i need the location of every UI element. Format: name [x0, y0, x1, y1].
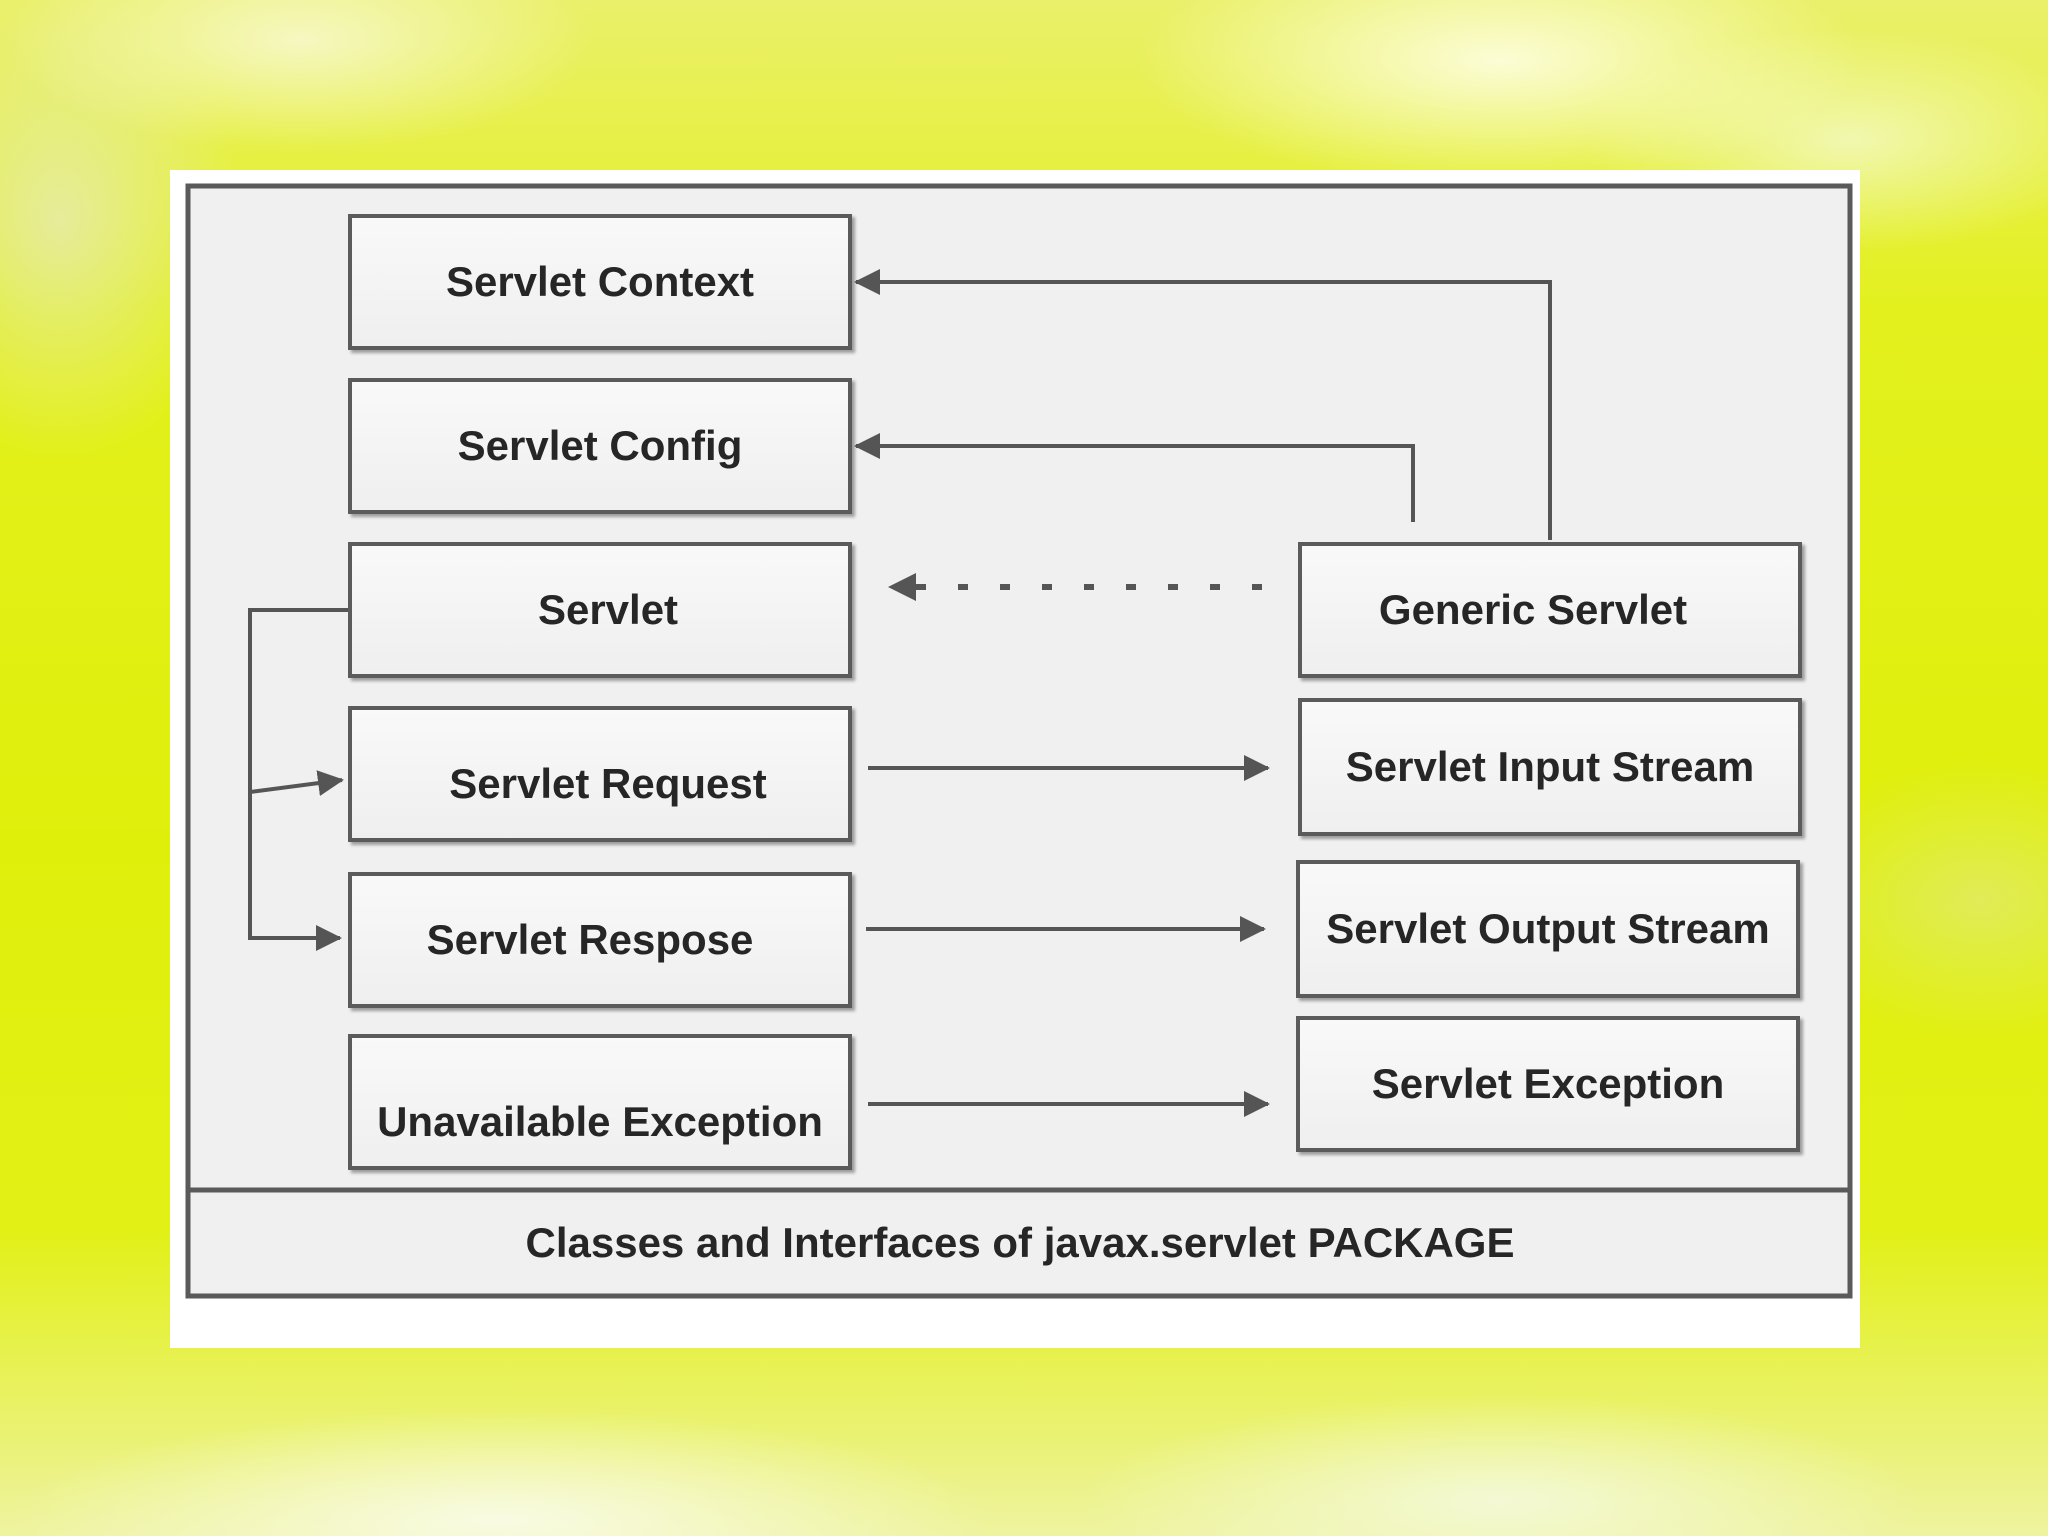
dashed-arrowhead: [888, 573, 916, 601]
box-servlet-output-stream-label: Servlet Output Stream: [1326, 905, 1770, 952]
box-servlet-exception-label: Servlet Exception: [1371, 1060, 1725, 1107]
box-servlet: Servlet: [348, 542, 852, 678]
box-servlet-exception: Servlet Exception: [1296, 1016, 1800, 1152]
box-servlet-input-stream-label: Servlet Input Stream: [1345, 743, 1755, 790]
box-unavailable-exception: Unavailable Exception: [348, 1034, 852, 1170]
connector-generic-to-config: [854, 433, 1415, 522]
box-servlet-config-label: Servlet Config: [457, 422, 743, 469]
box-servlet-label: Servlet: [537, 586, 679, 633]
connector-generic-to-context: [854, 269, 1552, 540]
box-unavailable-exception-label: Unavailable Exception: [377, 1098, 823, 1145]
box-servlet-response: Servlet Respose: [348, 872, 852, 1008]
package-caption-text: Classes and Interfaces of javax.servlet …: [525, 1218, 1515, 1266]
box-servlet-config: Servlet Config: [348, 378, 852, 514]
box-generic-servlet-label: Generic Servlet: [1378, 586, 1688, 633]
box-servlet-context: Servlet Context: [348, 214, 852, 350]
box-servlet-response-label: Servlet Respose: [426, 916, 754, 963]
package-caption: Classes and Interfaces of javax.servlet …: [190, 1190, 1850, 1295]
box-generic-servlet: Generic Servlet: [1298, 542, 1802, 678]
box-servlet-context-label: Servlet Context: [445, 258, 755, 305]
box-servlet-request: Servlet Request: [348, 706, 852, 842]
box-servlet-request-label: Servlet Request: [449, 760, 767, 807]
connector-servlet-to-request: [249, 770, 344, 796]
box-servlet-input-stream: Servlet Input Stream: [1298, 698, 1802, 836]
box-servlet-output-stream: Servlet Output Stream: [1296, 860, 1800, 998]
connector-servlet-bracket: [248, 608, 352, 951]
